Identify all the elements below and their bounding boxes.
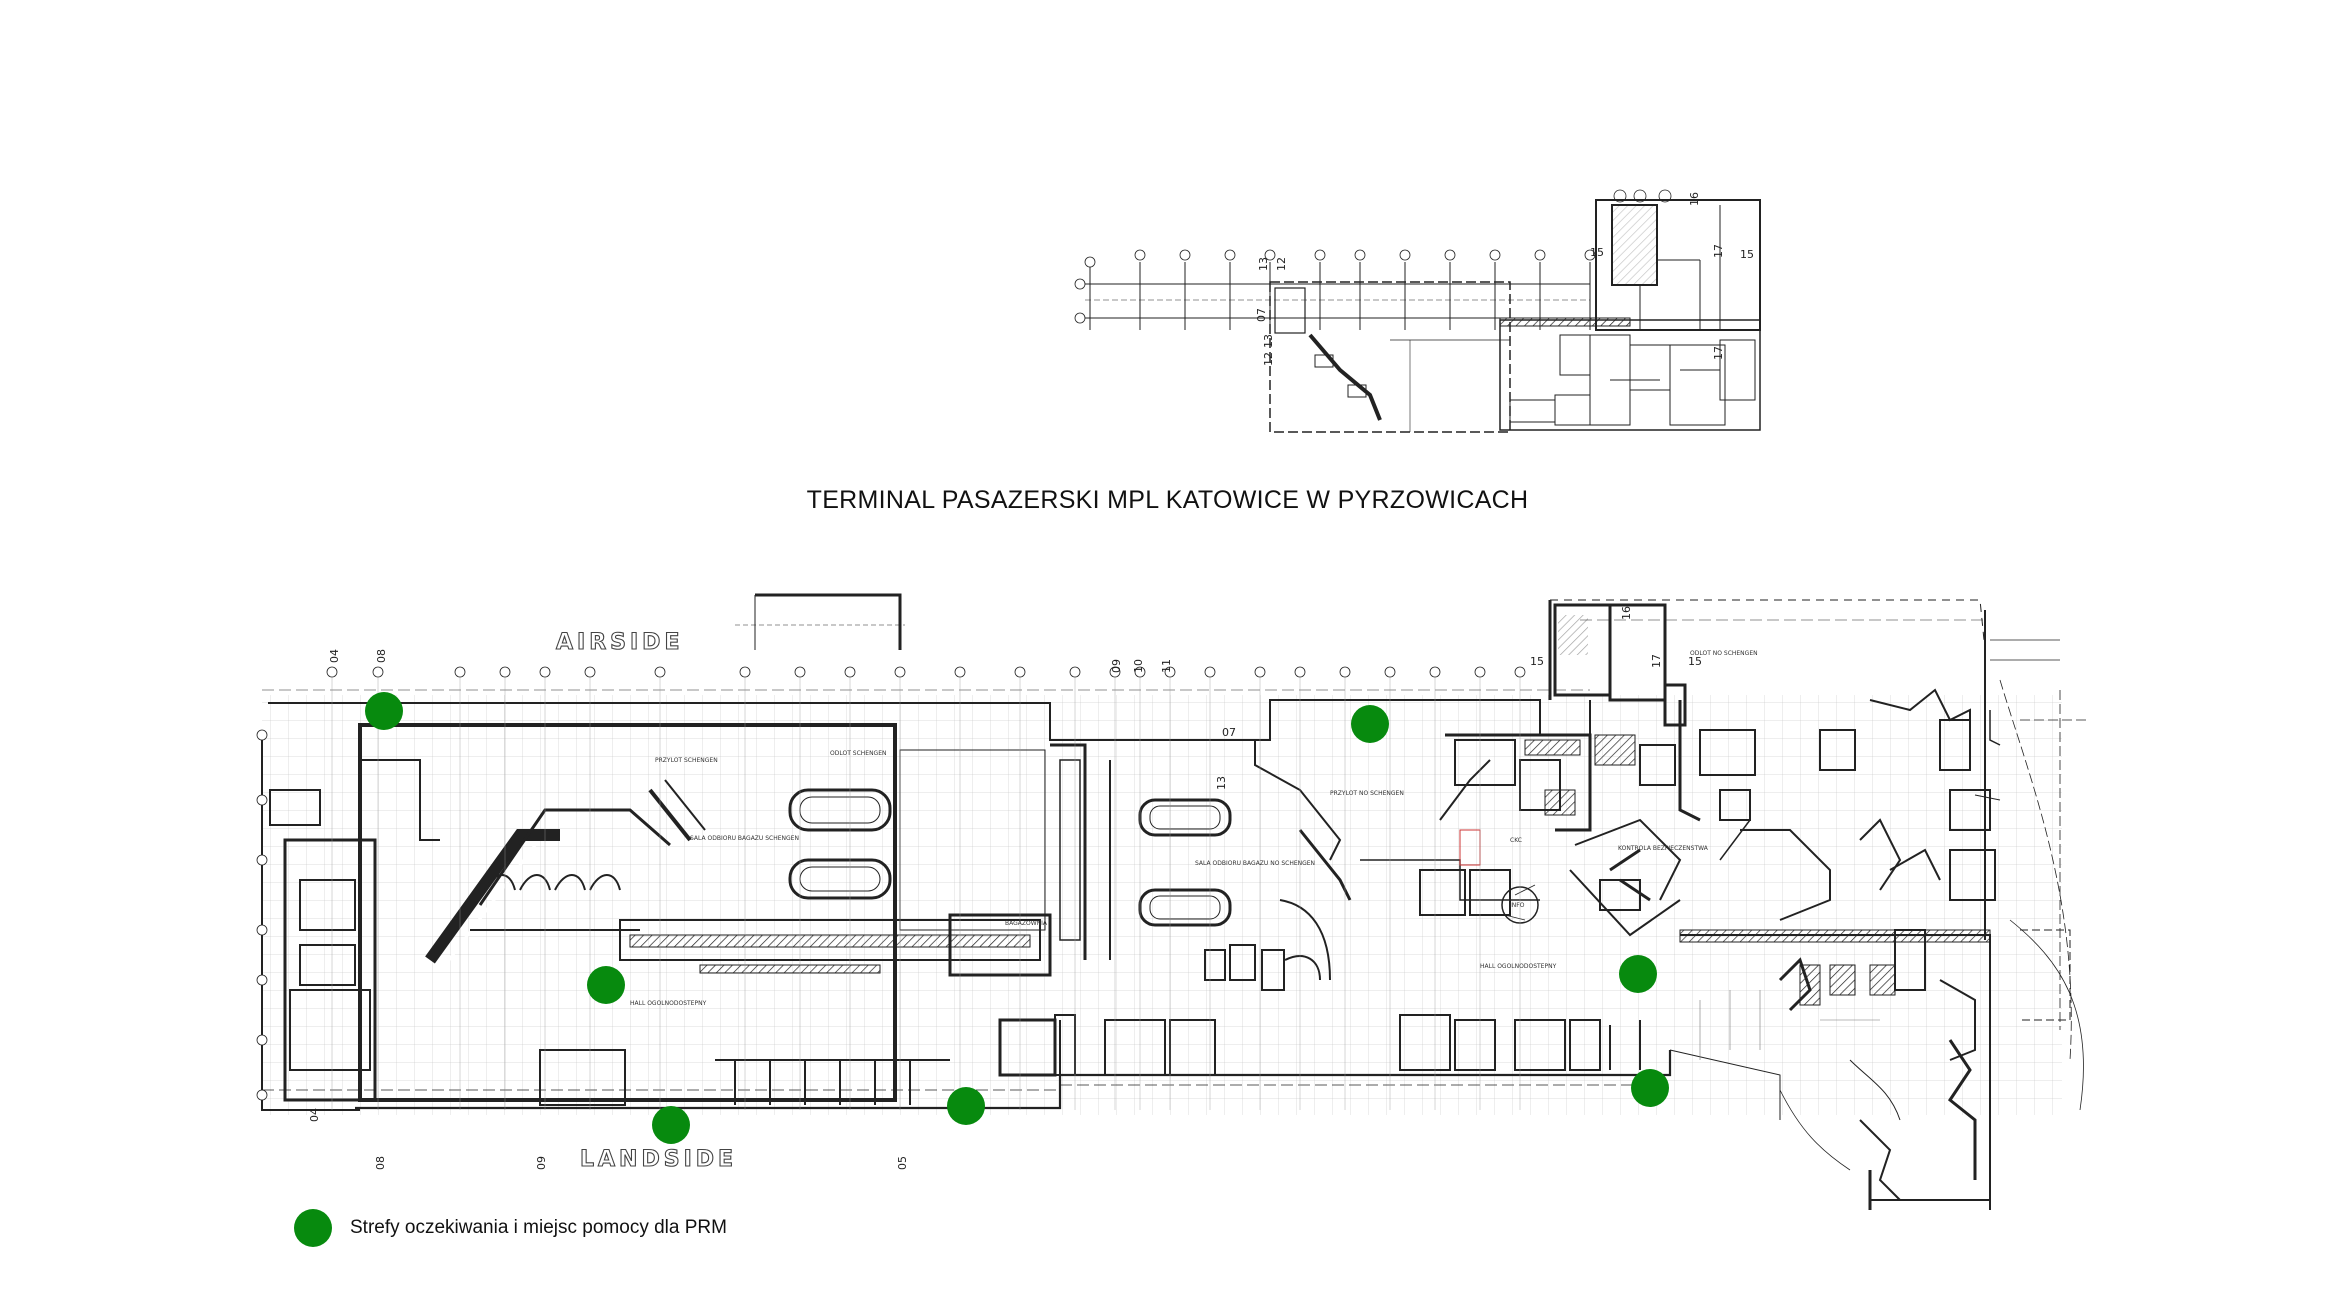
axis-bubble — [256, 729, 268, 741]
axis-bubble — [256, 924, 268, 936]
hall-label-west: HALL OGOLNODOSTEPNY — [630, 1000, 707, 1007]
ground-floor-plan — [261, 593, 2090, 1210]
ckc-label: CKC — [1510, 837, 1522, 844]
security-label: KONTROLA BEZPIECZENSTWA — [1618, 845, 1709, 852]
prm-zone-marker[interactable] — [1619, 955, 1657, 993]
axis-label: 09 — [535, 1156, 548, 1170]
axis-bubble — [1204, 666, 1216, 678]
axis-label: 12 — [1262, 352, 1275, 366]
axis-bubble — [256, 794, 268, 806]
prm-zone-marker[interactable] — [365, 692, 403, 730]
baggage-hall-schengen-label: SALA ODBIORU BAGAZU SCHENGEN — [690, 835, 799, 842]
hall-label-east: HALL OGOLNODOSTEPNY — [1480, 963, 1557, 970]
axis-label: 04 — [308, 1108, 321, 1122]
axis-bubble — [256, 974, 268, 986]
axis-label: 08 — [374, 1156, 387, 1170]
axis-label: 17 — [1712, 346, 1725, 360]
axis-bubble — [454, 666, 466, 678]
prm-zone-marker[interactable] — [652, 1106, 690, 1144]
axis-number-labels: 13 12 07 12 13 15 17 15 17 16 04 08 15 0… — [308, 192, 1754, 1170]
prm-zone-marker[interactable] — [587, 966, 625, 1004]
axis-label: 12 — [1275, 257, 1288, 271]
axis-label: 11 — [1160, 659, 1173, 673]
legend-text: Strefy oczekiwania i miejsc pomocy dla P… — [350, 1217, 727, 1238]
landside-label: LANDSIDE — [580, 1147, 737, 1172]
axis-label: 16 — [1620, 606, 1633, 620]
axis-label: 17 — [1712, 244, 1725, 258]
axis-bubble — [1069, 666, 1081, 678]
axis-label: 16 — [1688, 192, 1701, 206]
axis-label: 07 — [1222, 726, 1236, 739]
axis-bubble — [1429, 666, 1441, 678]
axis-bubble — [499, 666, 511, 678]
prm-zone-marker[interactable] — [1631, 1069, 1669, 1107]
axis-bubble — [844, 666, 856, 678]
axis-label: 15 — [1688, 655, 1702, 668]
axis-bubble — [1339, 666, 1351, 678]
prm-zone-marker[interactable] — [1351, 705, 1389, 743]
legend: Strefy oczekiwania i miejsc pomocy dla P… — [294, 1209, 727, 1247]
axis-label: 15 — [1530, 655, 1544, 668]
ground-axis-bubbles — [256, 666, 1526, 1110]
axis-bubble — [256, 1034, 268, 1046]
axis-bubble — [1294, 666, 1306, 678]
legend-marker-icon — [294, 1209, 332, 1247]
axis-bubble — [954, 666, 966, 678]
axis-bubble — [1384, 666, 1396, 678]
axis-bubble — [654, 666, 666, 678]
axis-bubble — [1254, 666, 1266, 678]
arrivals-schengen-label: PRZYLOT SCHENGEN — [655, 757, 718, 764]
page-title: TERMINAL PASAZERSKI MPL KATOWICE W PYRZO… — [806, 486, 1529, 514]
axis-bubble — [1014, 666, 1026, 678]
axis-bubble — [1474, 666, 1486, 678]
axis-label: 17 — [1650, 654, 1663, 668]
axis-label: 10 — [1132, 659, 1145, 673]
axis-bubble — [894, 666, 906, 678]
axis-bubble — [739, 666, 751, 678]
upper-axis-bubbles — [1074, 189, 1672, 324]
axis-bubble — [794, 666, 806, 678]
baggage-hall-no-schengen-label: SALA ODBIORU BAGAZU NO SCHENGEN — [1195, 860, 1315, 867]
upper-floor-plan — [1074, 189, 1761, 433]
axis-label: 13 — [1257, 257, 1270, 271]
axis-bubble — [584, 666, 596, 678]
axis-label: 15 — [1740, 248, 1754, 261]
axis-bubble — [1514, 666, 1526, 678]
baggage-room-label: BAGAZOWNIA — [1005, 920, 1048, 927]
room-labels: KONTROLA BEZPIECZENSTWA HALL OGOLNODOSTE… — [630, 650, 1758, 1007]
arrivals-no-schengen-label: PRZYLOT NO SCHENGEN — [1330, 790, 1404, 797]
axis-bubble — [539, 666, 551, 678]
axis-bubble — [256, 1089, 268, 1101]
info-label: INFO — [1510, 902, 1525, 909]
axis-label: 08 — [375, 649, 388, 663]
axis-bubble — [372, 666, 384, 678]
airside-label: AIRSIDE — [556, 630, 683, 655]
prm-zone-marker[interactable] — [947, 1087, 985, 1125]
axis-label: 13 — [1262, 334, 1275, 348]
axis-label: 13 — [1215, 776, 1228, 790]
departures-schengen-label: ODLOT SCHENGEN — [830, 750, 886, 757]
axis-label: 07 — [1255, 308, 1268, 322]
axis-label: 04 — [328, 649, 341, 663]
axis-bubble — [326, 666, 338, 678]
axis-label: 05 — [896, 1156, 909, 1170]
axis-label: 09 — [1110, 659, 1123, 673]
axis-bubble — [256, 854, 268, 866]
departures-no-schengen-label: ODLOT NO SCHENGEN — [1690, 650, 1758, 657]
prm-zone-markers — [365, 692, 1669, 1144]
axis-label: 15 — [1590, 246, 1604, 259]
